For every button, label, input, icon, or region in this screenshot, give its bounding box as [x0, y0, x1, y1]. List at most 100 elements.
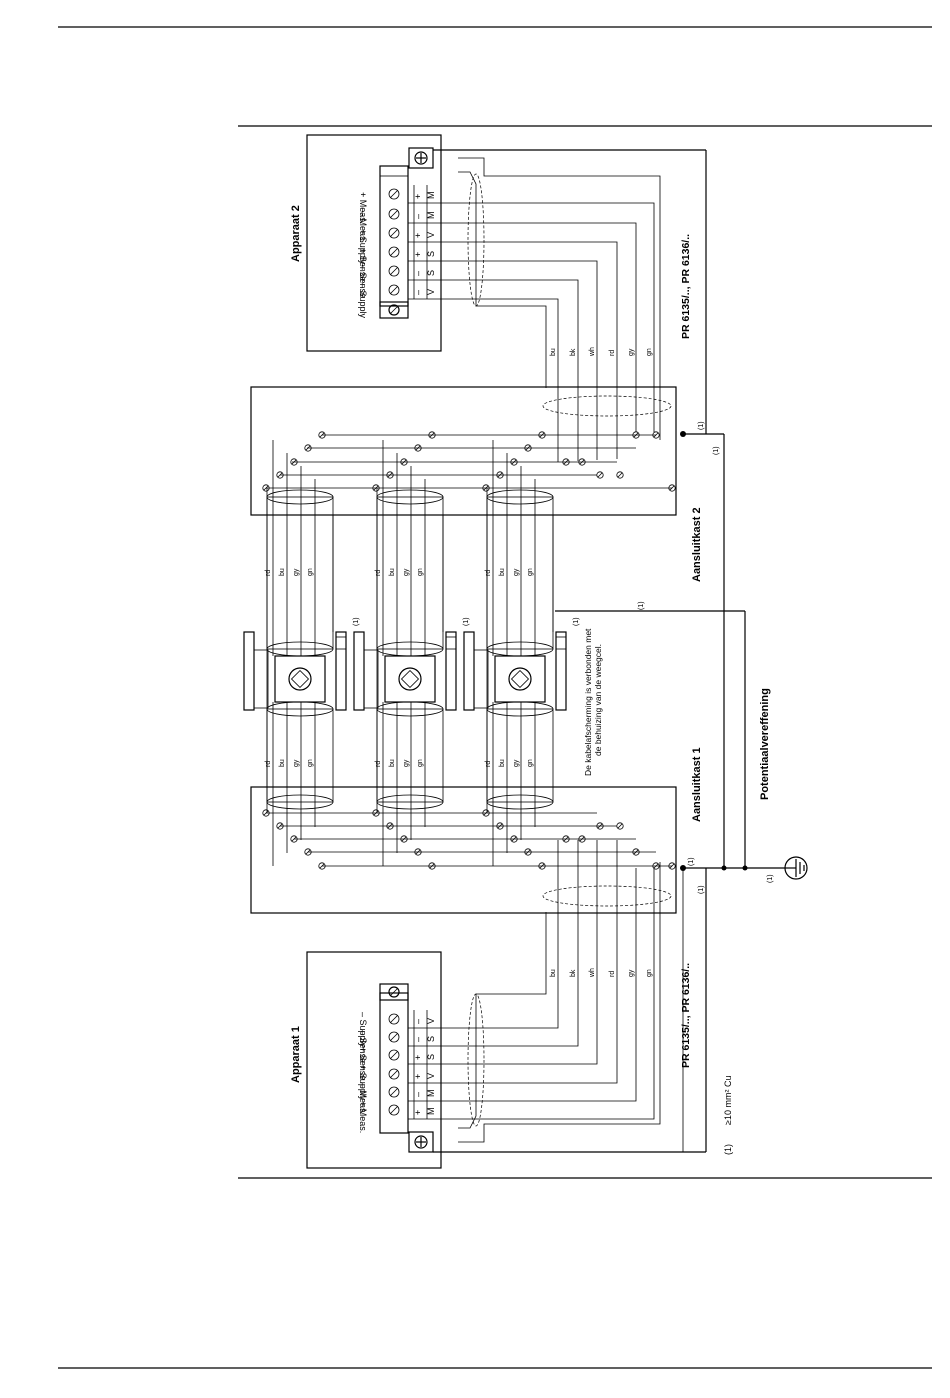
rail-terminal-icon: [482, 484, 490, 492]
rail-terminal-icon: [386, 822, 394, 830]
footnote-mark: (1): [638, 601, 645, 610]
rail-terminal-icon: [262, 809, 270, 817]
wire-color-label: rd: [265, 570, 272, 576]
device-2: Apparaat 2 +M–M+V+S–S–V+ Meas.– Meas.+ S…: [290, 134, 442, 352]
wire-color-label: rd: [609, 971, 616, 977]
terminal-screw-icon: [388, 1068, 400, 1080]
footnote-mark: (1): [713, 446, 720, 455]
cable-shield: [542, 395, 672, 417]
device-1-mount-screw-icon: [388, 986, 400, 998]
footnote-mark: (1): [723, 1144, 733, 1155]
terminal-polarity: –: [413, 1092, 423, 1097]
footnote-text: ≥10 mm² Cu: [723, 1076, 733, 1125]
footnote-mark: (1): [767, 874, 774, 883]
rail-terminal-icon: [496, 822, 504, 830]
wire-color-label: gn: [646, 969, 653, 977]
cable-type-label-1: PR 6135/.., PR 6136/..: [680, 963, 692, 1068]
wire-color-label: rd: [375, 570, 382, 576]
terminal-code: S: [426, 251, 436, 257]
wire-color-label: rd: [265, 761, 272, 767]
rail-terminal-icon: [276, 822, 284, 830]
rail-terminal-icon: [262, 484, 270, 492]
rail-terminal-icon: [400, 835, 408, 843]
rail-terminal-icon: [318, 862, 326, 870]
terminal-screw-icon: [388, 1013, 400, 1025]
footnote-mark: (1): [698, 421, 705, 430]
wire-color-label: gn: [417, 759, 424, 767]
footnote-mark: (1): [573, 617, 580, 626]
rail-terminal-icon: [386, 471, 394, 479]
rail-terminal-icon: [510, 458, 518, 466]
rail-terminal-icon: [290, 458, 298, 466]
terminal-polarity: –: [413, 290, 423, 295]
wire-color-label: rd: [609, 350, 616, 356]
rail-terminal-icon: [482, 809, 490, 817]
wire-color-label: gy: [628, 348, 635, 356]
rail-terminal-icon: [632, 848, 640, 856]
terminal-screw-icon: [388, 265, 400, 277]
cable-type-label-2: PR 6135/.., PR 6136/..: [680, 234, 692, 339]
terminal-name: – Sense: [358, 1030, 368, 1063]
rail-terminal-icon: [276, 471, 284, 479]
terminal-screw-icon: [388, 227, 400, 239]
shield-note-line-1: De kabelafscherming is verbonden met: [583, 628, 593, 776]
wire-color-label: gy: [293, 759, 300, 767]
device-2-title: Apparaat 2: [290, 205, 302, 262]
terminal-code: M: [426, 212, 436, 220]
equipotential-bonding: Potentiaalvereffening: [433, 149, 808, 1153]
terminal-polarity: +: [413, 1074, 423, 1079]
terminal-name: – Meas.: [358, 1083, 368, 1115]
terminal-code: M: [426, 192, 436, 200]
device-1: Apparaat 1 –V–S+S+V–M+M– Supply– Sense+ …: [290, 951, 442, 1169]
terminal-name: – Meas.: [358, 211, 368, 243]
rail-terminal-icon: [538, 862, 546, 870]
wire-color-label: bu: [279, 759, 286, 767]
cable-shield: [467, 993, 485, 1127]
terminal-code: M: [426, 1108, 436, 1116]
terminal-code: V: [426, 1073, 436, 1079]
rail-terminal-icon: [578, 835, 586, 843]
wire-color-label: gn: [307, 568, 314, 576]
wire-color-label: bu: [389, 568, 396, 576]
rail-terminal-icon: [428, 862, 436, 870]
terminal-screw-icon: [388, 246, 400, 258]
cable-shield: [467, 173, 485, 307]
wire-color-label: gy: [513, 759, 520, 767]
rail-terminal-icon: [668, 862, 676, 870]
terminal-polarity: +: [413, 1110, 423, 1115]
rail-terminal-icon: [510, 835, 518, 843]
rail-terminal-icon: [596, 471, 604, 479]
terminal-polarity: +: [413, 233, 423, 238]
footnote-mark: (1): [688, 857, 695, 866]
wire-color-label: bu: [499, 759, 506, 767]
footnote-mark: (1): [353, 617, 360, 626]
device-1-title: Apparaat 1: [290, 1026, 302, 1083]
terminal-name: + Meas.: [358, 1101, 368, 1133]
rail-terminal-icon: [538, 431, 546, 439]
device-1-terminal-flange: [379, 983, 409, 1001]
device-2-mount-screw-icon: [388, 304, 400, 316]
terminal-name: + Meas.: [358, 192, 368, 224]
rail-terminal-icon: [616, 822, 624, 830]
terminal-code: V: [426, 232, 436, 238]
rail-terminal-icon: [596, 822, 604, 830]
rail-terminal-icon: [578, 458, 586, 466]
load-cells: rdrdbubugygygngn(1)rdrdbubugygygngn(1)rd…: [243, 440, 580, 866]
terminal-name: – Supply: [358, 1012, 368, 1048]
wire-color-label: gy: [293, 568, 300, 576]
terminal-polarity: –: [413, 1037, 423, 1042]
rail-terminal-icon: [414, 444, 422, 452]
footnote-marks: (1)(1)(1)(1)(1)(1): [638, 421, 774, 894]
load-cell-body: [384, 655, 436, 703]
junction-box-2-title: Aansluitkast 2: [691, 507, 703, 582]
junction-box-2: Aansluitkast 2: [250, 386, 703, 582]
terminal-polarity: –: [413, 1019, 423, 1024]
bond-node: [680, 431, 686, 437]
terminal-screw-icon: [388, 1049, 400, 1061]
wire-color-label: gn: [307, 759, 314, 767]
terminal-polarity: +: [413, 252, 423, 257]
